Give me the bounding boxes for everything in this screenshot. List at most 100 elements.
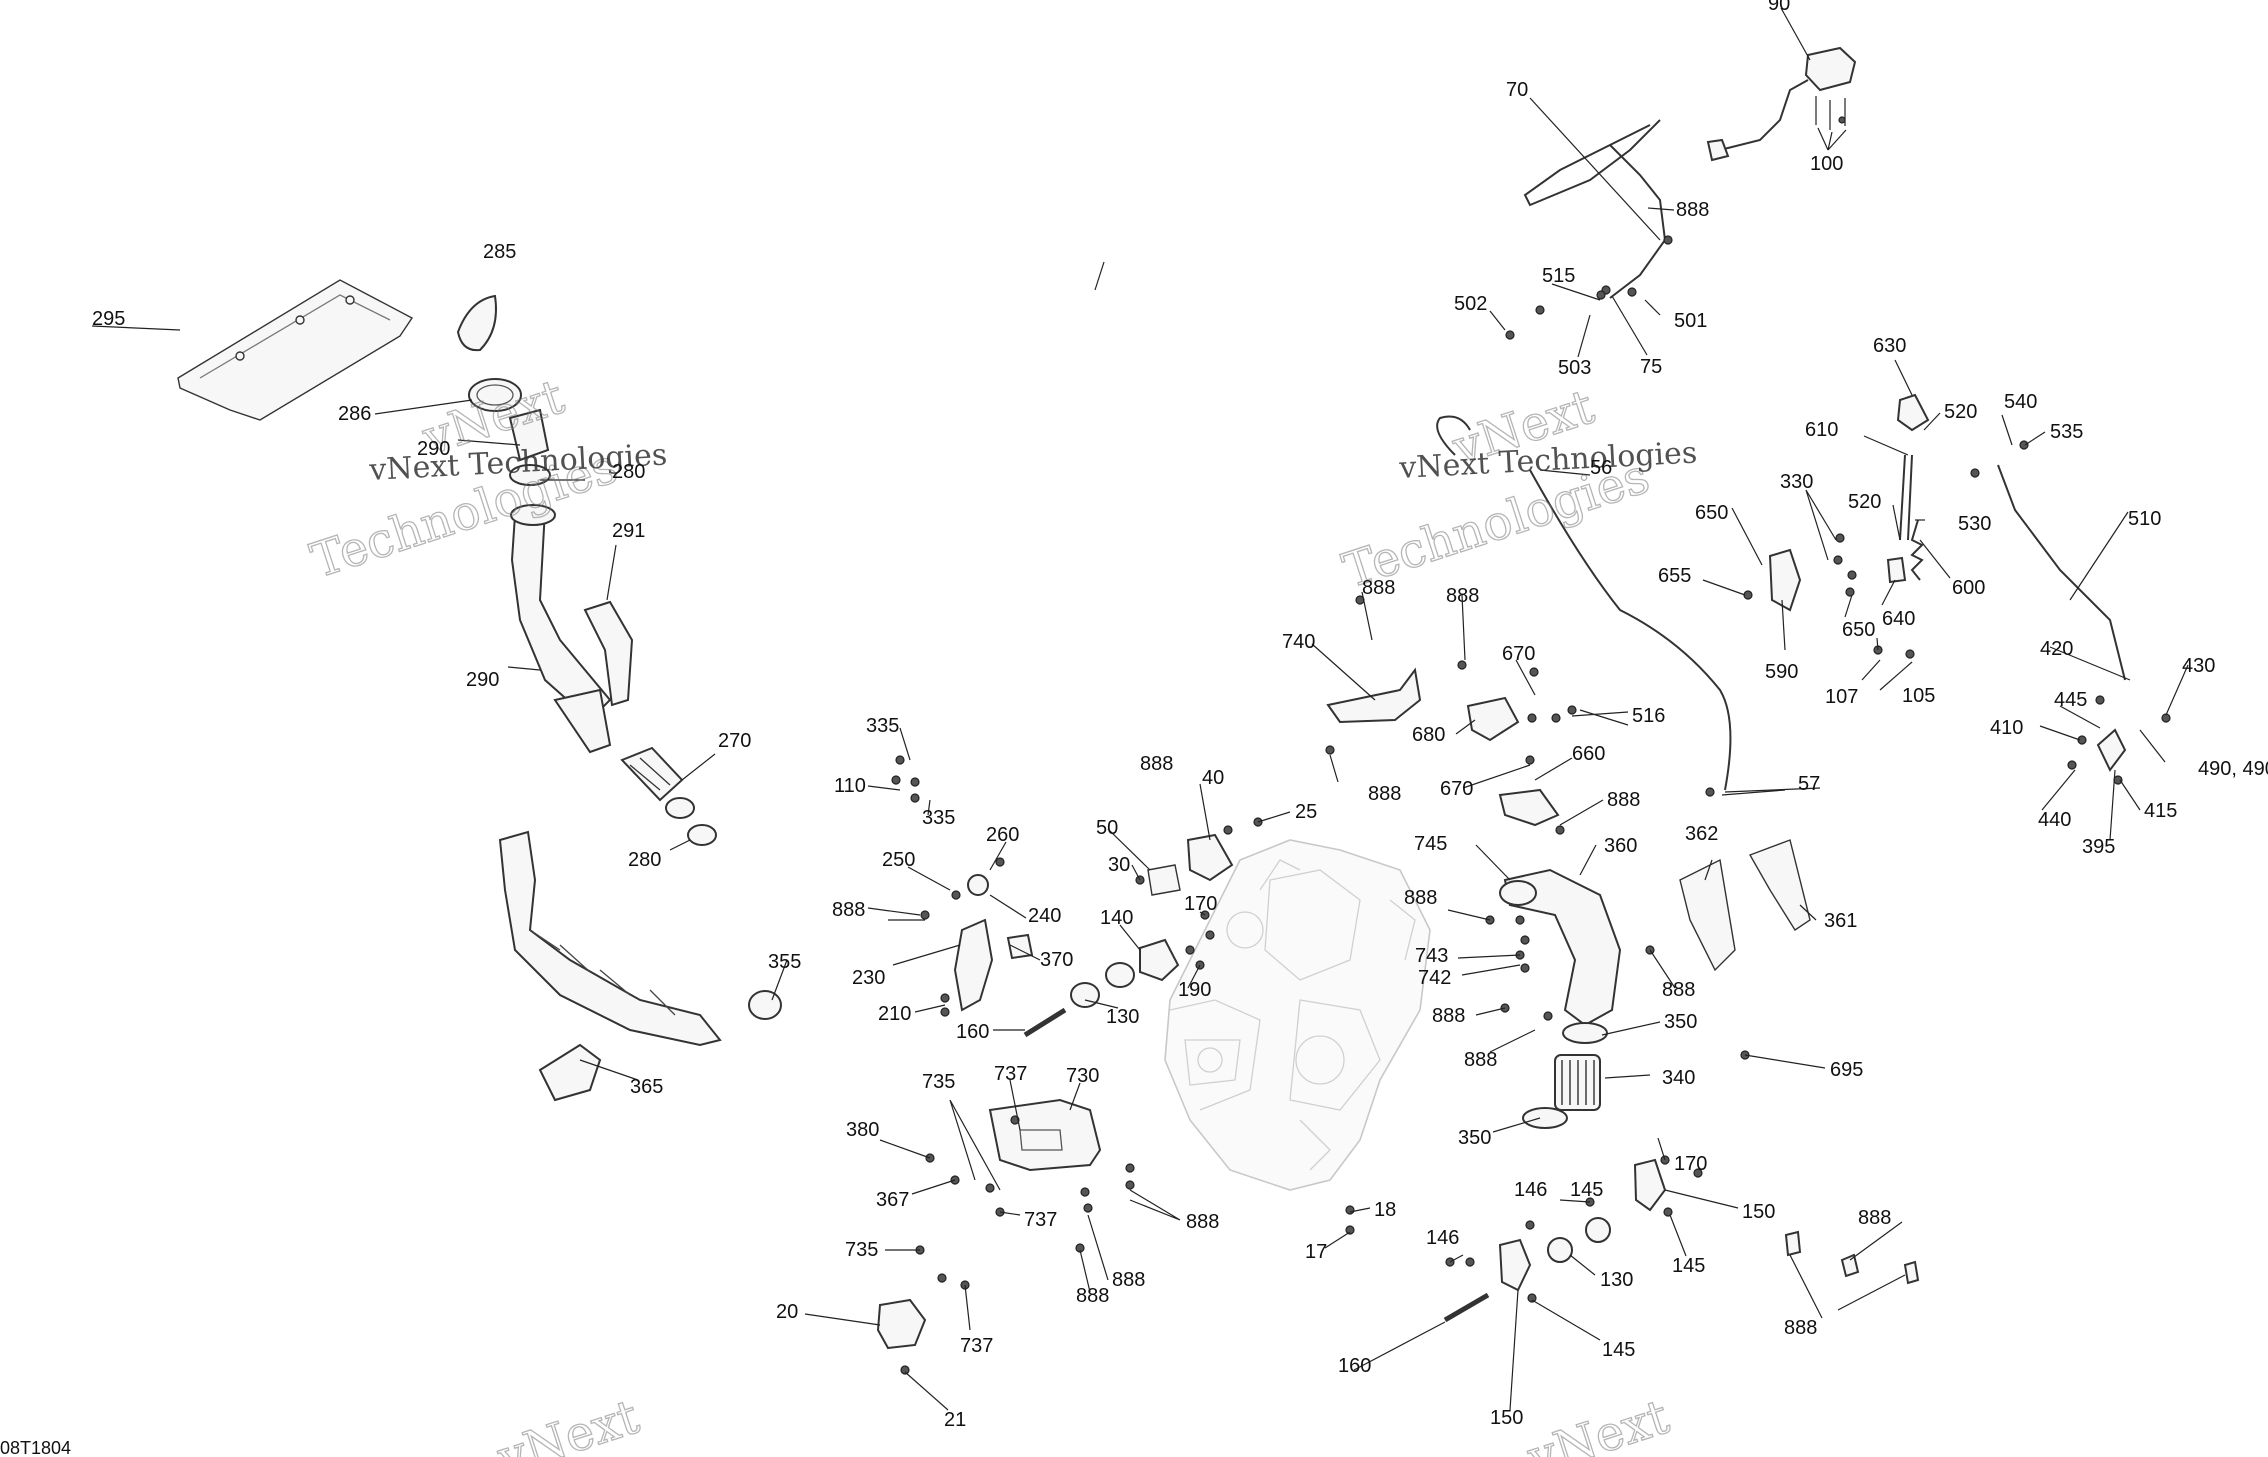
part-50-gasket <box>1147 864 1181 896</box>
part-600-spring <box>1910 519 1924 581</box>
part-280-clamp-a <box>665 797 695 819</box>
callout: 502 <box>1454 293 1487 315</box>
callout: 70 <box>1506 79 1528 101</box>
callout: 105 <box>1902 685 1935 707</box>
callout: 515 <box>1542 265 1575 287</box>
callout: 150 <box>1742 1201 1775 1223</box>
part-20-box <box>876 1298 927 1350</box>
part-290-intake-duct <box>508 408 612 754</box>
part-660-bracket <box>1498 788 1560 827</box>
leader-lines <box>91 7 2189 1411</box>
callout: 735 <box>922 1071 955 1093</box>
callout: 20 <box>776 1301 798 1323</box>
callout: 330 <box>1780 471 1813 493</box>
part-240-bushing <box>967 874 989 896</box>
part-295-heat-shield <box>177 279 414 421</box>
callout: 230 <box>852 967 885 989</box>
callout: 430 <box>2182 655 2215 677</box>
callout: 655 <box>1658 565 1691 587</box>
callout: 335 <box>866 715 899 737</box>
callout: 295 <box>92 308 125 330</box>
part-40-module <box>1186 833 1234 882</box>
callout: 145 <box>1602 1339 1635 1361</box>
part-680-bracket <box>1466 696 1520 742</box>
callout: 130 <box>1600 1269 1633 1291</box>
callout: 530 <box>1958 513 1991 535</box>
callout: 888 <box>1662 979 1695 1001</box>
callout: 145 <box>1570 1179 1603 1201</box>
part-888-clip-b <box>1840 1253 1860 1278</box>
engine-block <box>1164 839 1431 1191</box>
part-285-cover <box>456 294 497 352</box>
callout-labels: 90 70 888 100 515 502 501 503 75 285 295… <box>92 0 2268 1431</box>
part-230-bracket <box>953 918 994 1012</box>
callout: 190 <box>1178 979 1211 1001</box>
callout: 415 <box>2144 800 2177 822</box>
callout: 501 <box>1674 310 1707 332</box>
callout: 743 <box>1415 945 1448 967</box>
part-150-bracket-b <box>1498 1238 1532 1292</box>
callout: 25 <box>1295 801 1317 823</box>
part-350-clamp-b <box>1522 1107 1568 1129</box>
callout: 888 <box>1368 783 1401 805</box>
callout: 503 <box>1558 357 1591 379</box>
callout: 30 <box>1108 854 1130 876</box>
callout: 170 <box>1184 893 1217 915</box>
part-130-bottom-a <box>1585 1217 1611 1243</box>
callout: 630 <box>1873 335 1906 357</box>
callout: 888 <box>1362 577 1395 599</box>
callout: 742 <box>1418 967 1451 989</box>
callout: 130 <box>1106 1006 1139 1028</box>
part-270-boot <box>620 746 684 802</box>
part-640-bracket <box>1886 556 1907 584</box>
callout: 730 <box>1066 1065 1099 1087</box>
part-70-cable <box>1523 119 1667 299</box>
part-350-clamp-a <box>1562 1022 1608 1044</box>
callout: 888 <box>1446 585 1479 607</box>
part-130-bottom-b <box>1547 1237 1573 1263</box>
callout: 145 <box>1672 1255 1705 1277</box>
callout: 535 <box>2050 421 2083 443</box>
callout: 270 <box>718 730 751 752</box>
callout: 362 <box>1685 823 1718 845</box>
callout: 520 <box>1944 401 1977 423</box>
callout: 100 <box>1810 153 1843 175</box>
svg-text:vNext: vNext <box>1520 1389 1675 1457</box>
callout: 590 <box>1765 661 1798 683</box>
callout: 395 <box>2082 836 2115 858</box>
part-740-bracket <box>1326 667 1422 724</box>
callout: 610 <box>1805 419 1838 441</box>
callout: 290 <box>417 438 450 460</box>
callout: 280 <box>628 849 661 871</box>
callout: 540 <box>2004 391 2037 413</box>
callout: 380 <box>846 1119 879 1141</box>
part-286-clamp <box>468 378 522 412</box>
callout: 210 <box>878 1003 911 1025</box>
part-370-clip <box>1006 933 1034 960</box>
part-510-rod <box>1997 464 2126 681</box>
part-590-bracket <box>1768 548 1802 612</box>
part-365-elbow <box>538 1043 602 1102</box>
callout: 670 <box>1502 643 1535 665</box>
callout: 90 <box>1768 0 1790 15</box>
part-365-duct <box>498 830 722 1047</box>
callout: 680 <box>1412 724 1445 746</box>
callout: 370 <box>1040 949 1073 971</box>
callout: 520 <box>1848 491 1881 513</box>
callout: 291 <box>612 520 645 542</box>
callout: 516 <box>1632 705 1665 727</box>
callout: 40 <box>1202 767 1224 789</box>
callout: 160 <box>1338 1355 1371 1377</box>
callout: 888 <box>1464 1049 1497 1071</box>
callout: 56 <box>1590 457 1612 479</box>
callout: 745 <box>1414 833 1447 855</box>
part-355-ring <box>748 990 782 1020</box>
callout: 290 <box>466 669 499 691</box>
callout: 660 <box>1572 743 1605 765</box>
part-130-thermostat-a <box>1105 962 1135 988</box>
callout: 695 <box>1830 1059 1863 1081</box>
callout: 146 <box>1514 1179 1547 1201</box>
part-160-bolt <box>1023 1007 1067 1038</box>
callout: 737 <box>960 1335 993 1357</box>
